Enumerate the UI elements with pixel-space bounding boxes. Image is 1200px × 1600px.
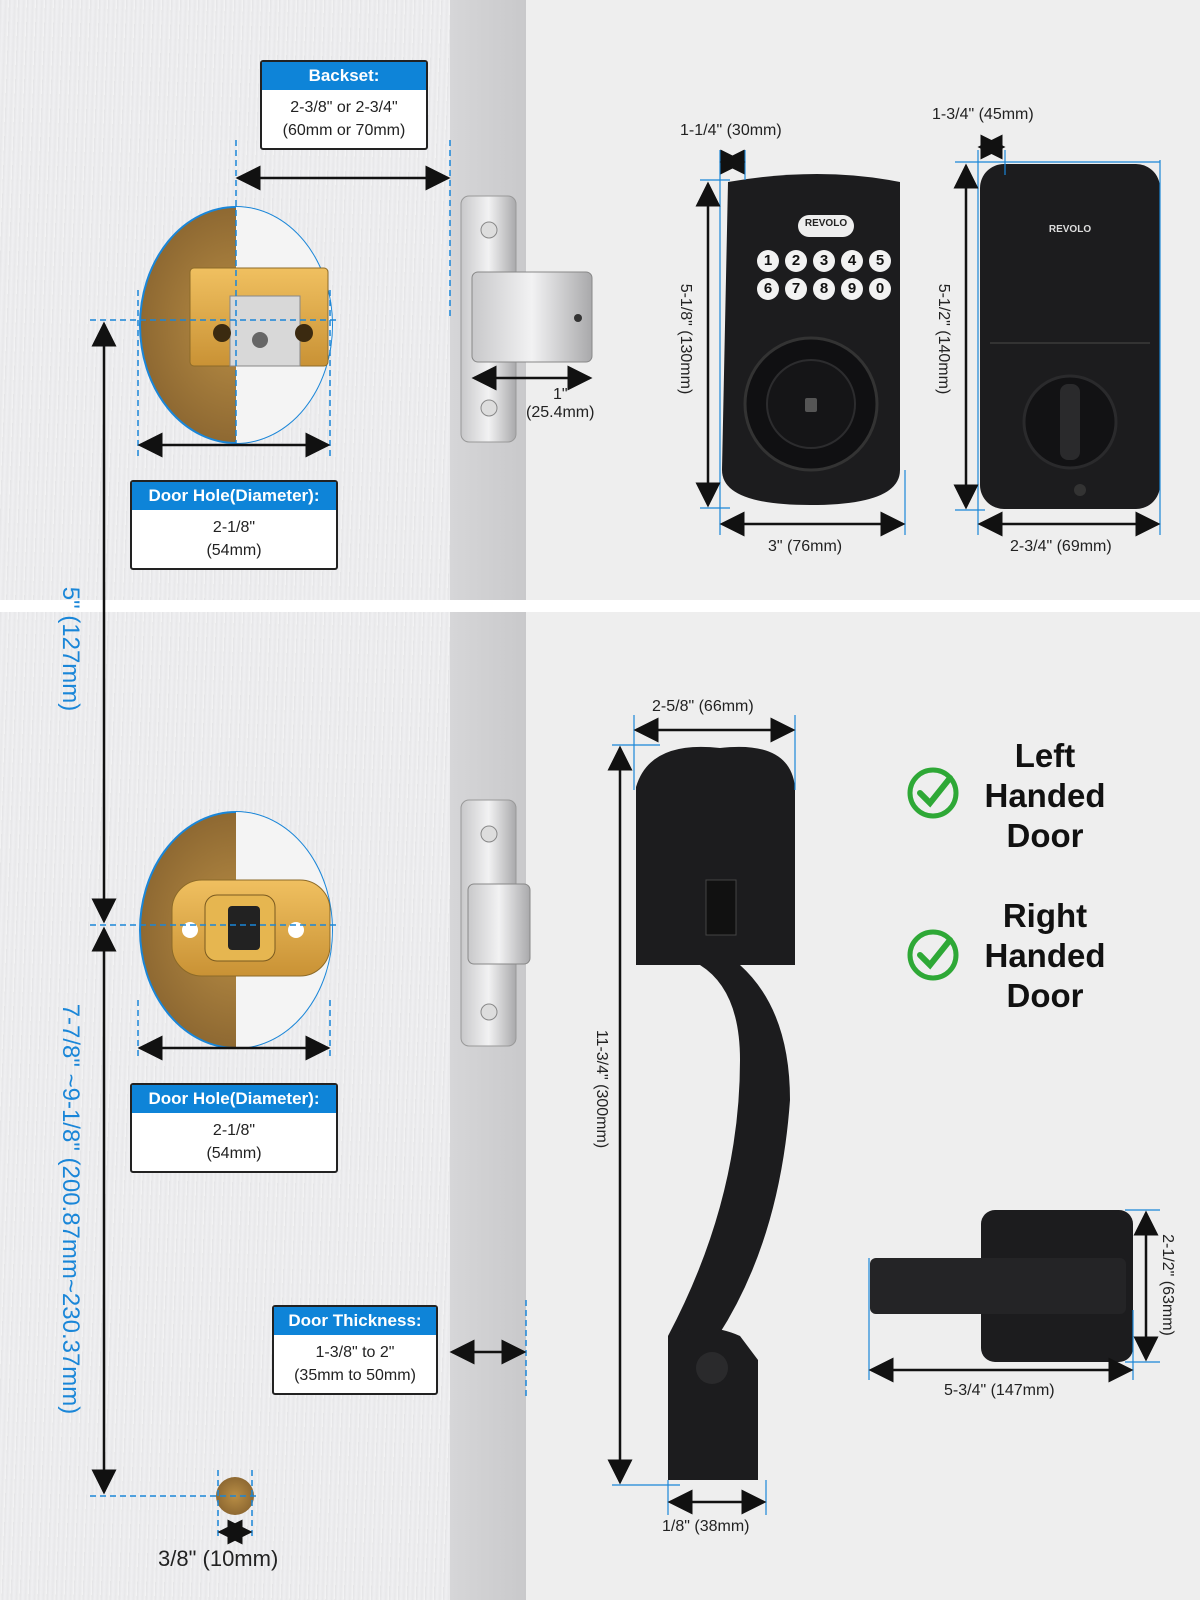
keypad-key[interactable]: 3 (813, 250, 835, 272)
keypad-key[interactable]: 9 (841, 278, 863, 300)
backset-box: Backset: 2-3/8" or 2-3/4" (60mm or 70mm) (260, 60, 428, 150)
right-handed-door-label: Right Handed Door (984, 897, 1106, 1014)
door-hole-title-bottom: Door Hole(Diameter): (132, 1085, 336, 1113)
keypad-key[interactable]: 6 (757, 278, 779, 300)
door-thickness-title: Door Thickness: (274, 1307, 436, 1335)
keypad-brand: REVOLO (804, 218, 848, 229)
keypad-key[interactable]: 7 (785, 278, 807, 300)
keypad-key[interactable]: 8 (813, 278, 835, 300)
door-hole-box-top: Door Hole(Diameter): 2-1/8" (54mm) (130, 480, 338, 570)
latch-depth-inch: 1" (552, 386, 568, 403)
small-hole-label: 3/8" (10mm) (158, 1546, 279, 1571)
guide-lines (90, 140, 527, 1540)
lever-width-label: 5-3/4" (147mm) (944, 1382, 1055, 1399)
back-unit (980, 164, 1160, 509)
door-thickness-value: 1-3/8" to 2" (315, 1344, 395, 1361)
keypad-key[interactable]: 0 (869, 278, 891, 300)
keypad-height-label: 5-1/8" (130mm) (677, 283, 694, 395)
door-hole-title-top: Door Hole(Diameter): (132, 482, 336, 510)
back-depth-label: 1-3/4" (45mm) (932, 106, 1034, 123)
divider (0, 600, 1200, 612)
latch-depth-label: 1" (25.4mm) (526, 386, 594, 422)
backset-metric: (60mm or 70mm) (282, 122, 406, 139)
lever-handle (870, 1210, 1133, 1362)
door-hole-metric-bottom: (54mm) (206, 1145, 262, 1162)
dimension-arrows (91, 134, 1161, 1545)
door-hole-bottom (139, 811, 333, 1049)
keypad-key[interactable]: 4 (841, 250, 863, 272)
door-hole-metric-top: (54mm) (206, 542, 262, 559)
door-thickness-metric: (35mm to 50mm) (294, 1367, 416, 1384)
back-unit-brand: REVOLO (1048, 224, 1092, 235)
handle-bottom-width-label: 1/8" (38mm) (662, 1518, 750, 1535)
keypad-key[interactable]: 5 (869, 250, 891, 272)
keypad-depth-label: 1-1/4" (30mm) (680, 122, 782, 139)
door-hole-box-bottom: Door Hole(Diameter): 2-1/8" (54mm) (130, 1083, 338, 1173)
handle-top-width-label: 2-5/8" (66mm) (652, 698, 754, 715)
handle-height-label: 11-3/4" (300mm) (593, 1029, 610, 1149)
left-handed-door-label: Left Handed Door (984, 737, 1106, 854)
door-edge-bottom (450, 612, 526, 1600)
passage-latch (460, 799, 531, 1047)
latch-depth-mm: (25.4mm) (526, 404, 595, 421)
handle-set (636, 746, 795, 1480)
backset-value: 2-3/8" or 2-3/4" (290, 99, 398, 116)
door-hole-value-top: 2-1/8" (212, 519, 256, 536)
vertical-5-label: 5" (127mm) (57, 586, 84, 712)
lever-height-label: 2-1/2" (63mm) (1159, 1234, 1176, 1336)
backset-title: Backset: (262, 62, 426, 90)
back-height-label: 5-1/2" (140mm) (935, 283, 952, 395)
door-hole-value-bottom: 2-1/8" (212, 1122, 256, 1139)
door-thickness-box: Door Thickness: 1-3/8" to 2" (35mm to 50… (272, 1305, 438, 1395)
keypad-key[interactable]: 1 (757, 250, 779, 272)
back-width-label: 2-3/4" (69mm) (1010, 538, 1112, 555)
keypad-key[interactable]: 2 (785, 250, 807, 272)
left-door-check-icon (906, 766, 960, 820)
right-door-check-icon (906, 928, 960, 982)
vertical-long-label: 7-7/8" ~9-1/8" (200.87mm~230.37mm) (57, 1003, 84, 1415)
keypad-width-label: 3" (76mm) (768, 538, 843, 555)
